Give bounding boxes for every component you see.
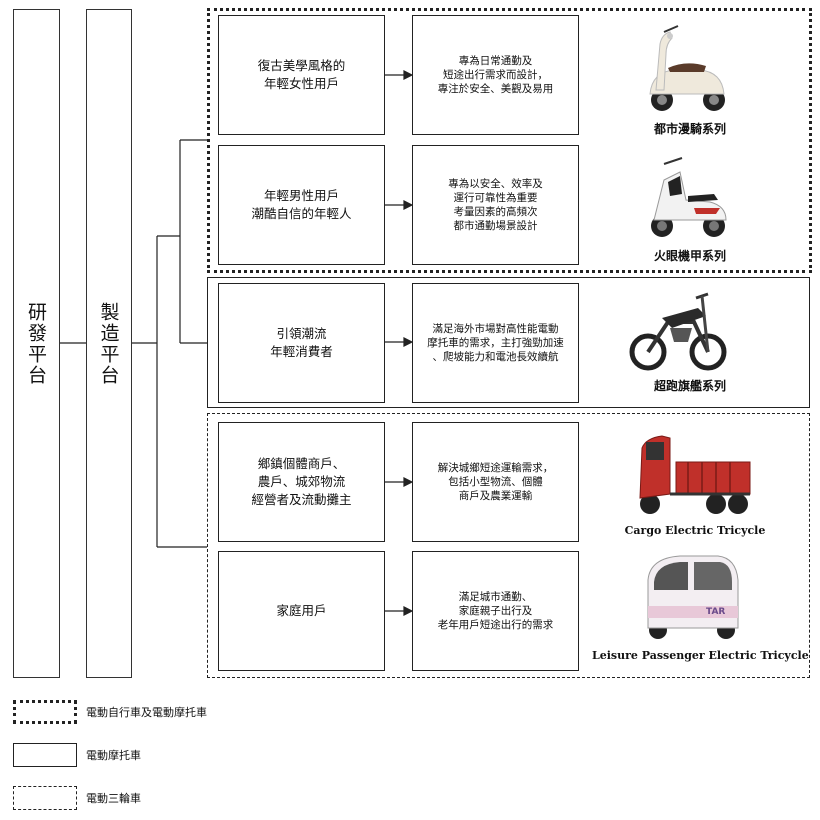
segment-box: 復古美學風格的 年輕女性用戶 <box>218 15 385 135</box>
mecha-scooter-icon <box>640 150 735 242</box>
description-text: 專為日常通勤及 短途出行需求而設計， 專注於安全、美觀及易用 <box>437 55 554 95</box>
cargo-tricycle-icon <box>628 428 754 518</box>
description-box: 滿足海外市場對高性能電動 摩托車的需求，主打強勁加速 、爬坡能力和電池長效續航 <box>412 283 579 403</box>
segment-box: 鄉鎮個體商戶、 農戶、城郊物流 經營者及流動攤主 <box>218 422 385 542</box>
rd-platform-label: 研發平台 <box>25 301 47 386</box>
segment-text: 復古美學風格的 年輕女性用戶 <box>257 58 346 91</box>
passenger-tricycle-icon: TAR <box>640 550 744 642</box>
group-etricycle <box>207 413 810 678</box>
legend-dashed-swatch <box>13 786 77 810</box>
description-box: 滿足城市通勤、 家庭親子出行及 老年用戶短途出行的需求 <box>412 551 579 671</box>
description-box: 專為日常通勤及 短途出行需求而設計， 專注於安全、美觀及易用 <box>412 15 579 135</box>
series-name: 都市漫騎系列 <box>653 122 726 136</box>
group-ebike-emotorcycle <box>207 8 812 273</box>
segment-text: 年輕男性用戶 潮酷自信的年輕人 <box>251 188 352 221</box>
segment-box: 引領潮流 年輕消費者 <box>218 283 385 403</box>
legend-solid-swatch <box>13 743 77 767</box>
description-box: 解決城鄉短途運輸需求， 包括小型物流、個體 商戶及農業運輸 <box>412 422 579 542</box>
group-emotorcycle <box>207 277 810 408</box>
series-name: Cargo Electric Tricycle <box>624 524 766 537</box>
segment-text: 鄉鎮個體商戶、 農戶、城郊物流 經營者及流動攤主 <box>251 456 352 507</box>
segment-box: 家庭用戶 <box>218 551 385 671</box>
svg-text:TAR: TAR <box>706 607 725 617</box>
segment-text: 家庭用戶 <box>276 603 327 618</box>
retro-scooter-icon <box>630 14 740 114</box>
description-text: 解決城鄉短途運輸需求， 包括小型物流、個體 商戶及農業運輸 <box>437 462 554 502</box>
legend-dotted-label: 電動自行車及電動摩托車 <box>86 706 207 719</box>
segment-text: 引領潮流 年輕消費者 <box>270 326 333 359</box>
manufacturing-platform-label: 製造平台 <box>97 301 120 386</box>
segment-box: 年輕男性用戶 潮酷自信的年輕人 <box>218 145 385 265</box>
legend-solid-label: 電動摩托車 <box>86 749 141 762</box>
manufacturing-platform-box: 製造平台 <box>86 9 132 678</box>
description-text: 滿足海外市場對高性能電動 摩托車的需求，主打強勁加速 、爬坡能力和電池長效續航 <box>427 323 564 363</box>
legend-dashed-label: 電動三輪車 <box>86 792 141 805</box>
legend-dotted-swatch <box>13 700 77 724</box>
description-text: 專為以安全、效率及 運行可靠性為重要 考量因素的高頻次 都市通勤場景設計 <box>448 178 543 232</box>
rd-platform-box: 研發平台 <box>13 9 60 678</box>
series-name: 火眼機甲系列 <box>653 249 726 263</box>
description-text: 滿足城市通勤、 家庭親子出行及 老年用戶短途出行的需求 <box>437 591 554 631</box>
description-box: 專為以安全、效率及 運行可靠性為重要 考量因素的高頻次 都市通勤場景設計 <box>412 145 579 265</box>
series-name: Leisure Passenger Electric Tricycle <box>592 649 809 662</box>
dirt-bike-icon <box>628 288 728 374</box>
series-name: 超跑旗艦系列 <box>653 379 726 393</box>
